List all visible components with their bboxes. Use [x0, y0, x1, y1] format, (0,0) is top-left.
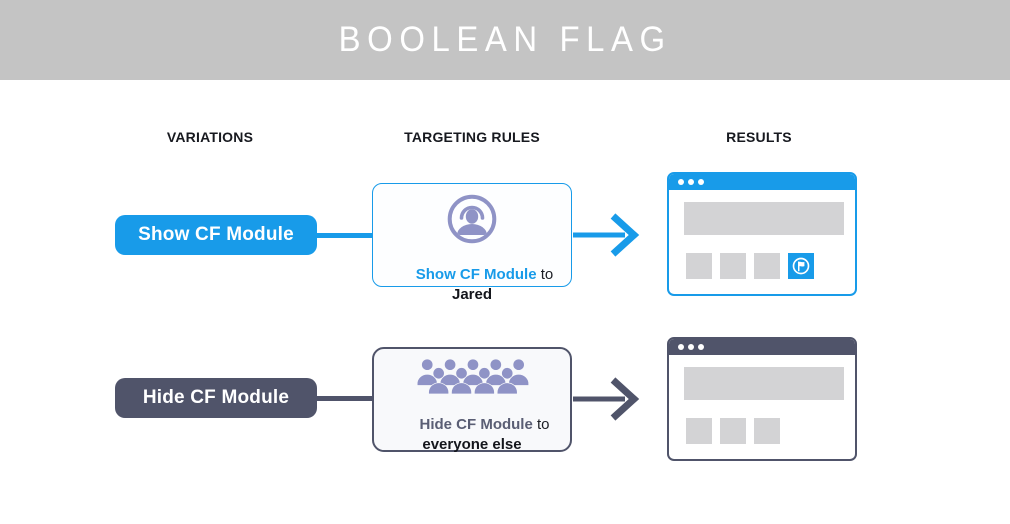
cf-module-tile	[788, 253, 814, 279]
rule-action: Show CF Module	[415, 266, 537, 283]
column-header-variations: VARIATIONS	[166, 129, 254, 145]
content-placeholder-banner	[684, 202, 844, 235]
window-dot-icon	[678, 344, 684, 350]
window-dot-icon	[688, 344, 694, 350]
content-placeholder-banner	[684, 367, 844, 400]
window-dot-icon	[688, 179, 694, 185]
window-titlebar	[669, 339, 855, 355]
result-window-module-shown	[667, 172, 857, 296]
rule-text: Show CF Module to Jared	[377, 245, 567, 325]
targeting-rule-card-show: Show CF Module to Jared	[372, 183, 572, 303]
window-titlebar	[669, 174, 855, 190]
content-placeholder-tile	[686, 253, 712, 279]
targeting-rule-card-hide: Hide CF Module to everyone else	[372, 347, 572, 453]
content-tile-row	[686, 418, 780, 444]
rule-connector: to	[536, 266, 558, 283]
window-dot-icon	[698, 179, 704, 185]
content-tile-row	[686, 253, 814, 279]
rule-audience: Jared	[451, 286, 493, 303]
column-header-targeting-rules: TARGETING RULES	[404, 129, 540, 145]
window-dot-icon	[698, 344, 704, 350]
crowd-icon	[412, 358, 532, 395]
rule-connector: to	[532, 416, 554, 433]
content-placeholder-tile	[720, 253, 746, 279]
content-placeholder-tile	[686, 418, 712, 444]
content-placeholder-tile	[754, 253, 780, 279]
variation-pill-hide-cf-module: Hide CF Module	[115, 378, 317, 418]
variation-label: Show CF Module	[138, 224, 294, 245]
rule-audience: everyone else	[422, 436, 522, 453]
connector-line	[316, 233, 372, 238]
page-title: BOOLEAN FLAG	[338, 20, 672, 59]
column-header-results: RESULTS	[726, 129, 792, 145]
rule-text: Hide CF Module to everyone else	[378, 395, 566, 475]
title-banner: BOOLEAN FLAG	[0, 0, 1010, 80]
window-dot-icon	[678, 179, 684, 185]
variation-pill-show-cf-module: Show CF Module	[115, 215, 317, 255]
result-window-module-hidden	[667, 337, 857, 461]
connector-line	[316, 396, 372, 401]
arrow-right-icon	[573, 213, 640, 257]
rule-action: Hide CF Module	[419, 416, 533, 433]
content-placeholder-tile	[720, 418, 746, 444]
variation-label: Hide CF Module	[142, 387, 290, 408]
content-placeholder-tile	[754, 418, 780, 444]
flag-circle-icon	[792, 257, 810, 275]
arrow-right-icon	[573, 377, 640, 421]
user-circle-icon	[446, 193, 498, 245]
